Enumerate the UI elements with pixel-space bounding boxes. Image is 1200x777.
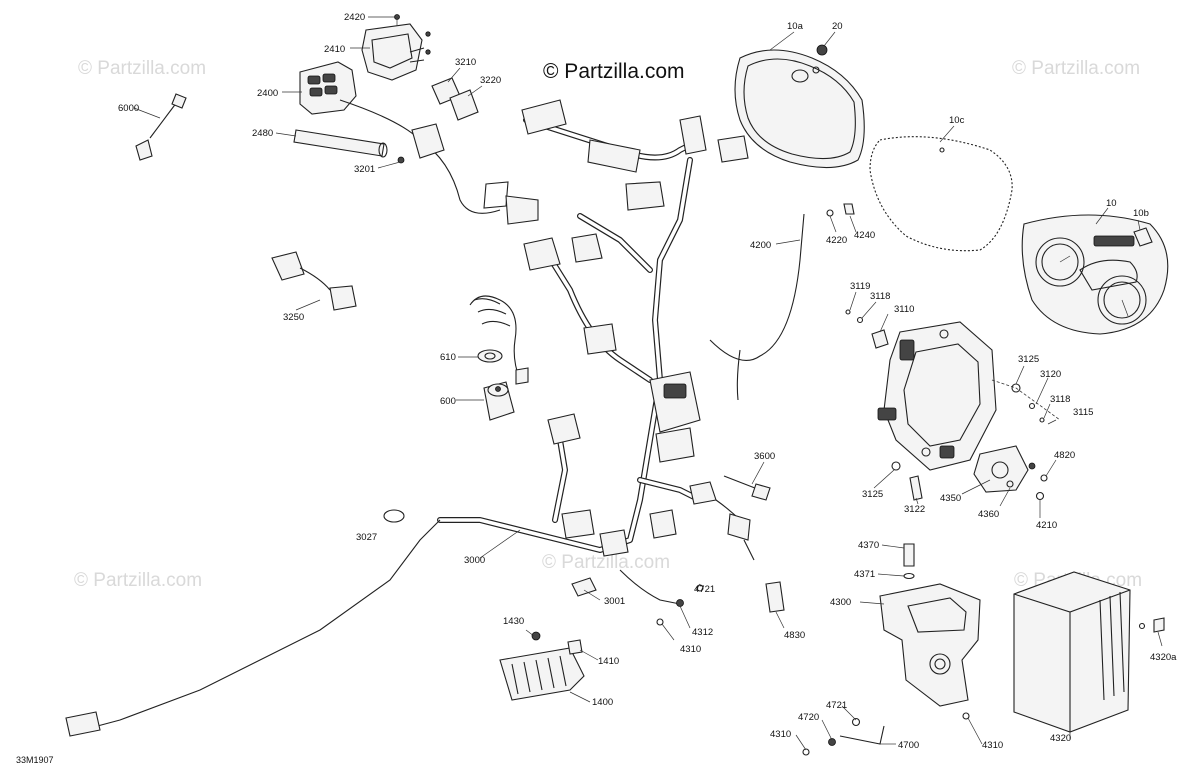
watermark-top-right: © Partzilla.com: [1012, 58, 1140, 79]
label-3120: 3120: [1040, 369, 1061, 380]
switch-wiring[interactable]: [339, 99, 539, 225]
ground-strap-4700[interactable]: [802, 712, 970, 756]
diagram-reference: 33M1907: [16, 755, 54, 765]
mounting-bracket-3110[interactable]: [871, 321, 997, 471]
label-3122: 3122: [904, 504, 925, 515]
label-2400: 2400: [257, 88, 278, 99]
label-1400: 1400: [592, 697, 613, 708]
voltage-regulator-1400[interactable]: [499, 631, 585, 701]
handlebar-switch-assembly[interactable]: [299, 14, 431, 115]
ecu-module-4320[interactable]: [1013, 571, 1131, 733]
handlebar-grip-tube[interactable]: [293, 129, 388, 158]
label-10a: 10a: [787, 21, 804, 32]
label-4310-bottom: 4310: [770, 729, 791, 740]
label-4371: 4371: [854, 569, 875, 580]
label-10c: 10c: [949, 115, 965, 126]
label-3001: 3001: [604, 596, 625, 607]
label-3201: 3201: [354, 164, 375, 175]
label-10b: 10b: [1133, 208, 1149, 219]
label-3118-right: 3118: [1050, 394, 1070, 405]
main-wiring-harness[interactable]: [65, 99, 749, 737]
cluster-bezel-10a[interactable]: [734, 49, 865, 169]
label-4721-bottom: 4721: [826, 700, 847, 711]
label-3027: 3027: [356, 532, 377, 543]
label-4320a: 4320a: [1150, 652, 1177, 663]
label-4720: 4720: [798, 712, 819, 723]
label-3220: 3220: [480, 75, 501, 86]
label-4300: 4300: [830, 597, 851, 608]
clip-10b[interactable]: [1133, 227, 1153, 247]
nuts-4360-4210-4820[interactable]: [1006, 474, 1048, 501]
ignition-switch[interactable]: [469, 295, 529, 421]
fasteners-4220-4240[interactable]: [826, 203, 855, 217]
label-4721-mid: 4721: [694, 584, 715, 595]
copyright-title: © Partzilla.com: [543, 60, 685, 83]
screw-4320a[interactable]: [1138, 617, 1165, 633]
label-4240: 4240: [854, 230, 875, 241]
label-3125-top: 3125: [1018, 354, 1039, 365]
bolt-4370-washer-4371[interactable]: [903, 543, 915, 580]
label-4220: 4220: [826, 235, 847, 246]
gauge-cluster-10[interactable]: [1021, 214, 1169, 335]
connector-3001[interactable]: [571, 577, 597, 597]
label-4830: 4830: [784, 630, 805, 641]
screw-20[interactable]: [816, 44, 828, 56]
label-4370: 4370: [858, 540, 879, 551]
label-4312: 4312: [692, 627, 713, 638]
label-600: 600: [440, 396, 456, 407]
label-4700: 4700: [898, 740, 919, 751]
label-3115: 3115: [1073, 407, 1093, 418]
label-3118-top: 3118: [870, 291, 890, 302]
ground-cable-6000[interactable]: [135, 93, 187, 161]
leader-lines: [133, 16, 1163, 751]
watermarks: © Partzilla.com © Partzilla.com © Partzi…: [74, 58, 1142, 591]
label-3210: 3210: [455, 57, 476, 68]
label-4310-mid: 4310: [680, 644, 701, 655]
label-3125-bottom: 3125: [862, 489, 883, 500]
ecu-bracket-4300[interactable]: [879, 583, 981, 707]
label-4320: 4320: [1050, 733, 1071, 744]
label-1410: 1410: [598, 656, 619, 667]
label-610: 610: [440, 352, 456, 363]
label-2420: 2420: [344, 12, 365, 23]
label-1430: 1430: [503, 616, 524, 627]
ground-wire[interactable]: [619, 499, 755, 605]
label-10: 10: [1106, 198, 1117, 209]
cluster-lens-10c[interactable]: [869, 136, 1013, 252]
label-4200: 4200: [750, 240, 771, 251]
label-4820: 4820: [1054, 450, 1075, 461]
watermark-bottom-center: © Partzilla.com: [542, 552, 670, 573]
grommet-4830[interactable]: [765, 581, 785, 613]
relay-4350[interactable]: [973, 445, 1036, 493]
label-4210: 4210: [1036, 520, 1057, 531]
switch-connectors[interactable]: [431, 77, 479, 121]
label-3600: 3600: [754, 451, 775, 462]
label-4350: 4350: [940, 493, 961, 504]
callout-labels: 2420 2410 2400 2480 3201 3210 3220 6000 …: [118, 12, 1177, 751]
label-3119: 3119: [850, 281, 870, 292]
label-6000: 6000: [118, 103, 139, 114]
label-3250: 3250: [283, 312, 304, 323]
battery-cable-4200[interactable]: [709, 213, 805, 401]
label-3000: 3000: [464, 555, 485, 566]
label-4360: 4360: [978, 509, 999, 520]
label-3110: 3110: [894, 304, 914, 315]
label-2410: 2410: [324, 44, 345, 55]
label-2480: 2480: [252, 128, 273, 139]
label-20: 20: [832, 21, 843, 32]
watermark-bottom-left: © Partzilla.com: [74, 570, 202, 591]
watermark-top-left: © Partzilla.com: [78, 58, 206, 79]
small-fasteners-bracket[interactable]: [845, 309, 1061, 501]
label-4310-right: 4310: [982, 740, 1003, 751]
connector-3250[interactable]: [271, 251, 357, 311]
connector-3600[interactable]: [723, 475, 771, 501]
